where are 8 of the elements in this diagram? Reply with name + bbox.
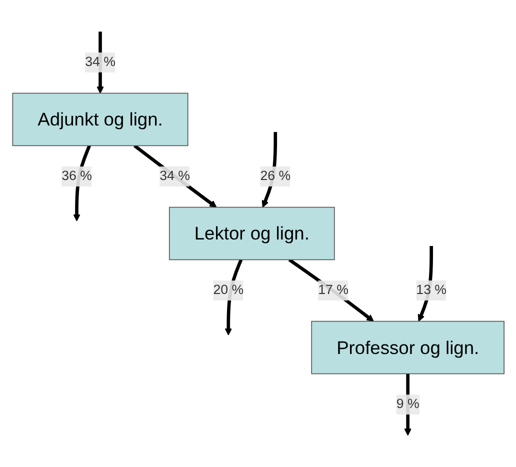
edge-label: 13 % [416, 283, 446, 298]
position-box: Lektor og lign. [168, 206, 334, 260]
arrow [404, 374, 412, 436]
position-box: Professor og lign. [310, 320, 504, 374]
edge-label: 20 % [212, 283, 244, 298]
position-box: Adjunkt og lign. [12, 92, 188, 146]
edge-label: 17 % [318, 283, 348, 298]
edge-label: 9 % [396, 397, 419, 412]
